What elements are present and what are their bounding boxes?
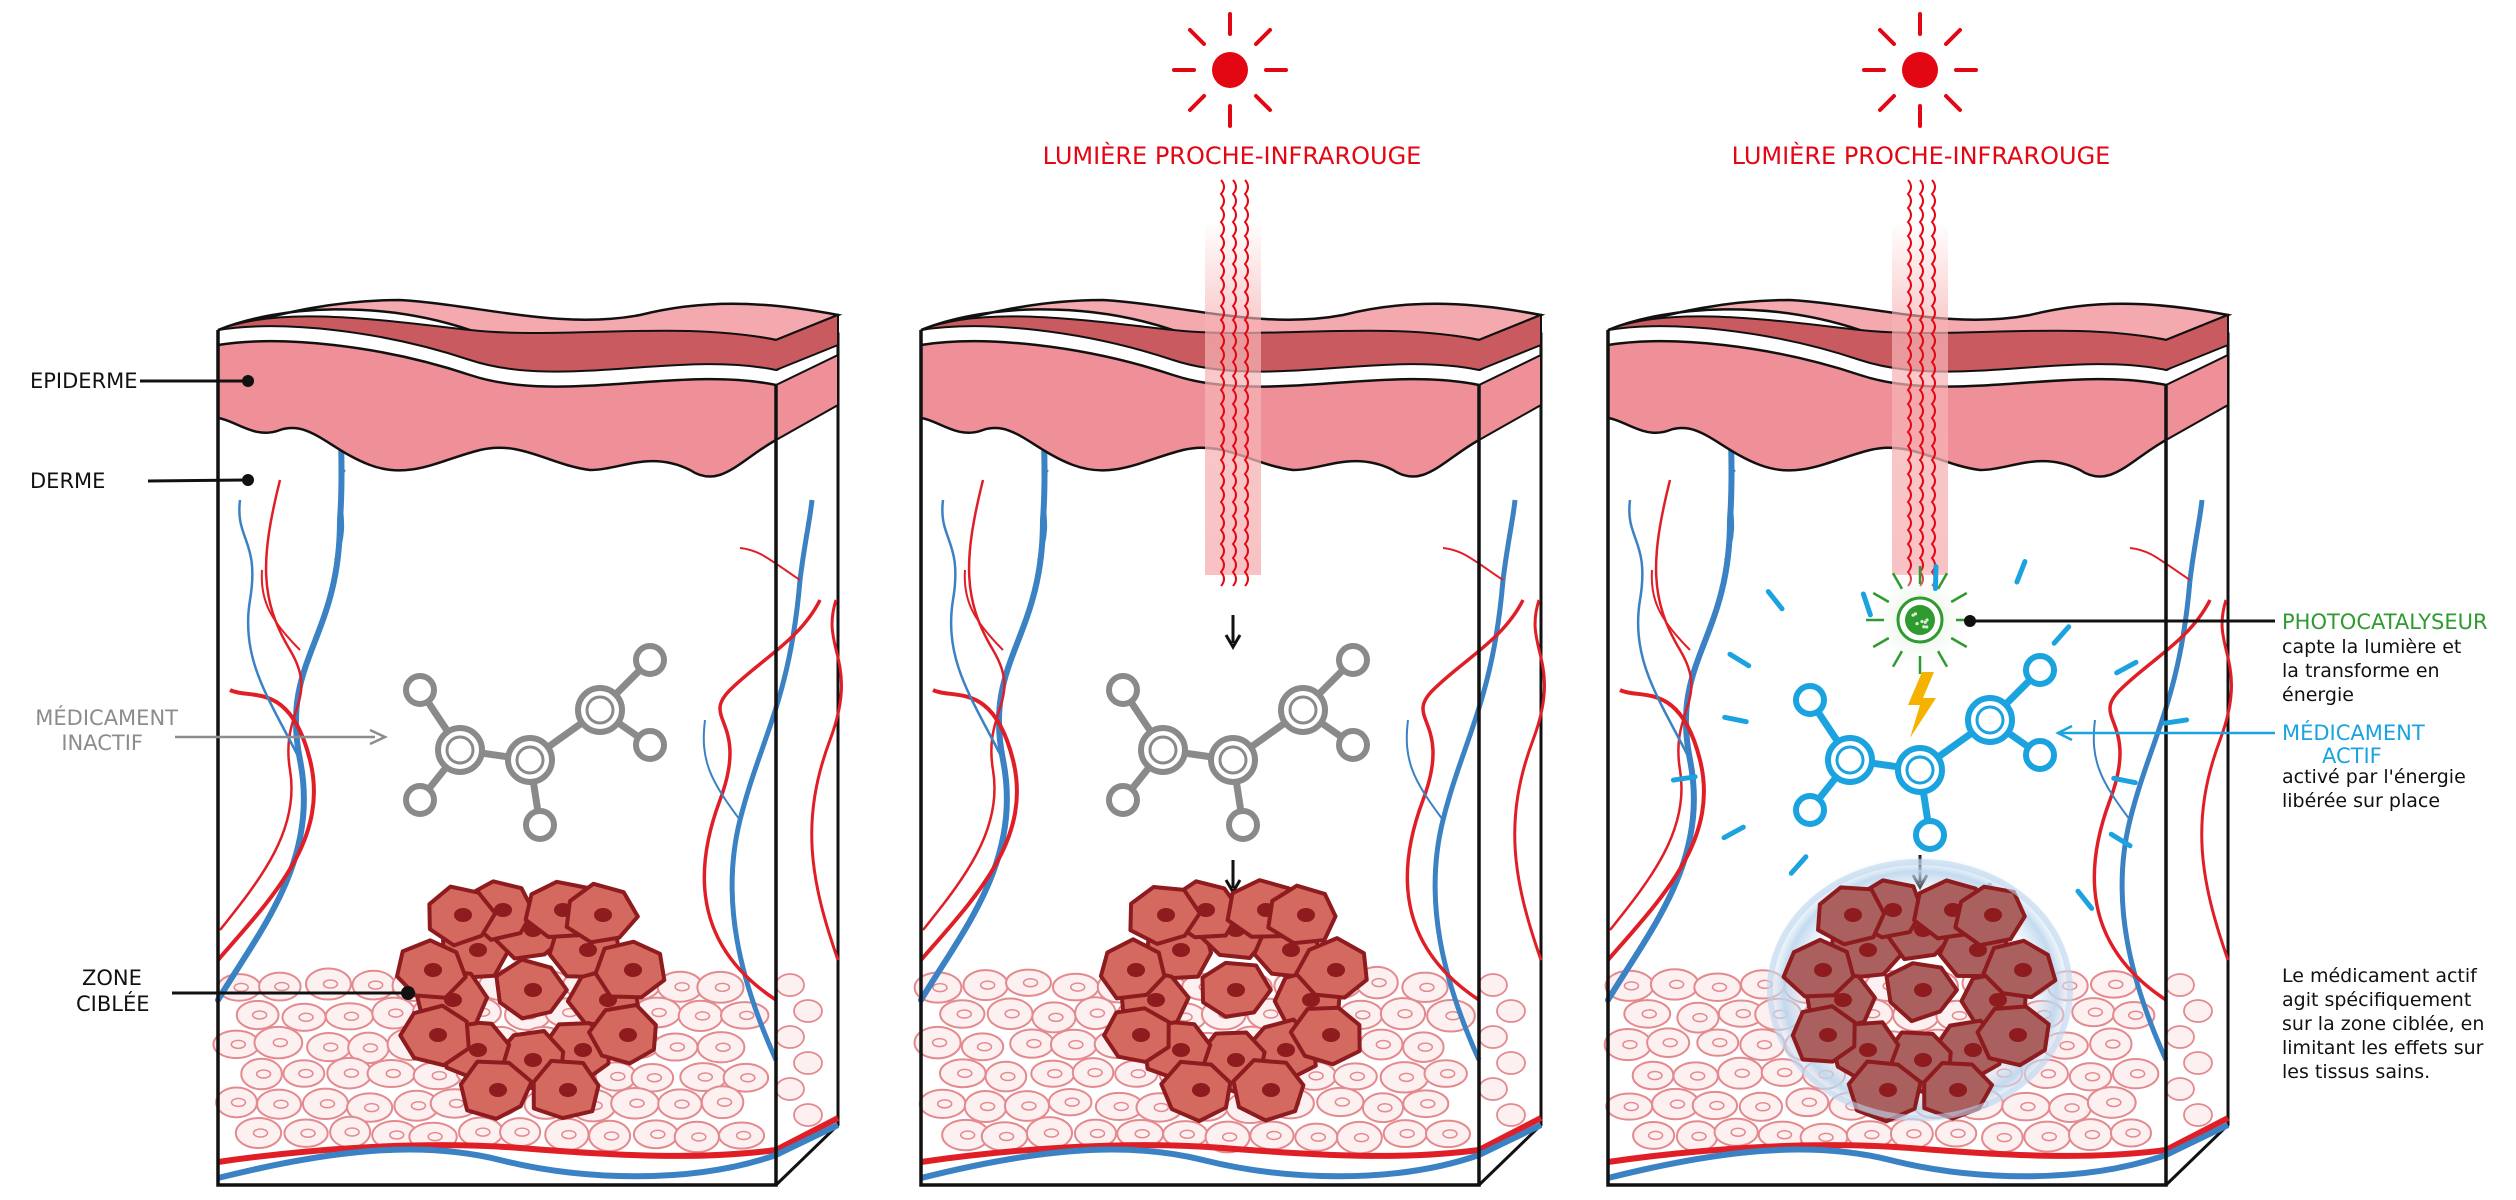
sun-icon (1172, 12, 1288, 128)
artery-right (2092, 599, 2212, 1002)
panel-outline (919, 330, 1481, 1187)
active-molecule (1793, 653, 2057, 852)
arrow-down-icon (1224, 860, 1242, 895)
infrared-beam (1205, 179, 1261, 587)
skin-panel-2 (913, 179, 1547, 1187)
skin-panel-1 (212, 298, 844, 1187)
skin-layers (216, 298, 843, 478)
tumor-cluster (1098, 878, 1369, 1124)
label-medicament-inactif-2: INACTIF (61, 731, 143, 755)
label-medicament-inactif-1: MÉDICAMENT (35, 705, 178, 730)
artery-left (919, 688, 1019, 962)
artery-right (702, 599, 822, 1002)
panel-outline (1606, 330, 2168, 1187)
lightning-icon (1908, 672, 1936, 738)
photocatalyseur-desc-2: la transforme en (2282, 660, 2440, 682)
label-medicament-actif-2: ACTIF (2322, 744, 2382, 768)
conclusion-line-1: Le médicament actif (2282, 965, 2478, 987)
light-source-panel2: LUMIÈRE PROCHE-INFRAROUGE (1043, 12, 1422, 170)
label-zone-ciblee-2: CIBLÉE (76, 991, 150, 1016)
conclusion-line-2: agit spécifiquement (2282, 989, 2471, 1011)
infrared-beam (1892, 179, 1948, 587)
artery-bottom (920, 1115, 1543, 1165)
vein-bottom (217, 1122, 840, 1181)
photocatalyseur-desc-3: énergie (2282, 684, 2354, 706)
left-labels: EPIDERME DERME MÉDICAMENT INACTIF ZONE C… (30, 369, 415, 1016)
inactive-molecule (403, 643, 667, 842)
label-lumiere-panel2: LUMIÈRE PROCHE-INFRAROUGE (1043, 141, 1422, 170)
vein-bottom (1607, 1122, 2230, 1181)
vein-right (729, 499, 815, 1062)
artery-bottom (1607, 1115, 2230, 1165)
skin-panels (212, 179, 2234, 1187)
conclusion-line-5: les tissus sains. (2282, 1061, 2430, 1083)
tumor-cluster (1781, 878, 2058, 1124)
vein-right (1432, 499, 1518, 1062)
vein-right (2119, 499, 2205, 1062)
sun-icon (1862, 12, 1978, 128)
label-zone-ciblee-1: ZONE (82, 966, 142, 990)
right-labels: PHOTOCATALYSEUR capte la lumière et la t… (1964, 610, 2488, 1083)
label-medicament-actif-1: MÉDICAMENT (2282, 720, 2425, 745)
label-derme: DERME (30, 469, 105, 493)
label-epiderme: EPIDERME (30, 369, 138, 393)
panel-outline (216, 330, 778, 1187)
photocatalyst (1866, 566, 1974, 674)
conclusion-line-4: limitant les effets sur (2282, 1037, 2484, 1059)
artery-bottom (217, 1115, 840, 1165)
artery-left (1606, 688, 1706, 962)
conclusion-line-3: sur la zone ciblée, en (2282, 1013, 2484, 1035)
photocatalyseur-desc-1: capte la lumière et (2282, 636, 2461, 658)
medicament-actif-desc-1: activé par l'énergie (2282, 766, 2466, 788)
label-photocatalyseur: PHOTOCATALYSEUR (2282, 610, 2488, 634)
artery-right (1405, 599, 1525, 1002)
label-lumiere-panel3: LUMIÈRE PROCHE-INFRAROUGE (1732, 141, 2111, 170)
vein-bottom (920, 1122, 1543, 1181)
inactive-molecule (1106, 643, 1370, 842)
medicament-actif-desc-2: libérée sur place (2282, 790, 2440, 812)
vein-left (215, 407, 353, 1003)
light-source-panel3: LUMIÈRE PROCHE-INFRAROUGE (1732, 12, 2111, 170)
arrow-down-icon (1224, 615, 1242, 650)
artery-left (216, 688, 316, 962)
vein-left (918, 407, 1056, 1003)
vein-left (1605, 407, 1743, 1003)
skin-panel-3 (1603, 179, 2234, 1187)
tumor-cluster (395, 879, 667, 1121)
